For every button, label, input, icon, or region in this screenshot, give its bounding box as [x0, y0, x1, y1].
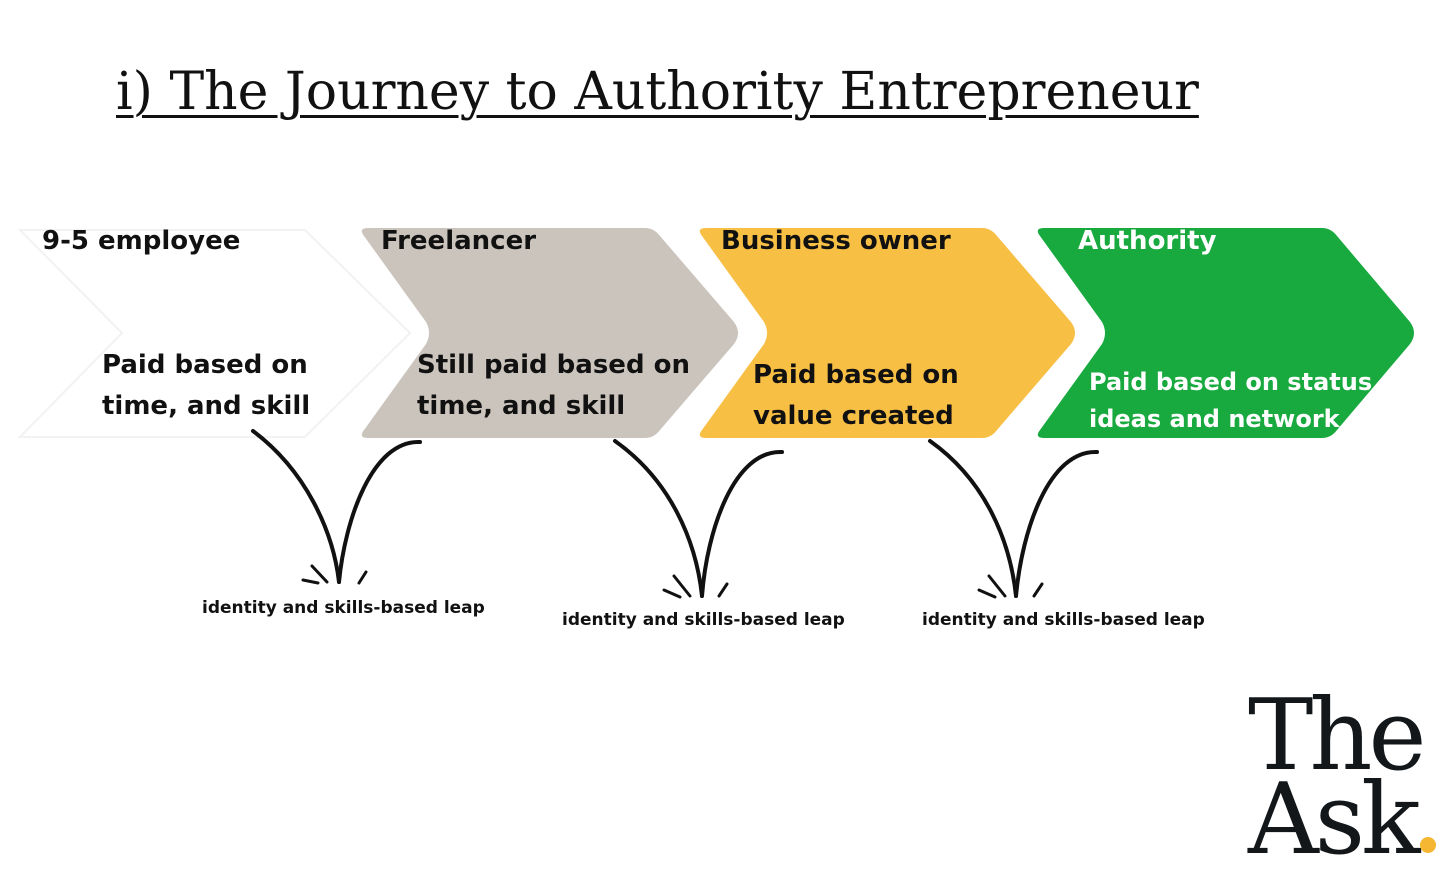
- stage-authority-chevron: [1037, 228, 1414, 438]
- stage-authority-description-line-1: Paid based on status,: [1089, 368, 1382, 396]
- stage-authority-description: Paid based on status, ideas and network: [1089, 364, 1381, 438]
- leap-arrow-2: [613, 439, 784, 599]
- stage-freelancer-description-line-1: Still paid based on: [417, 350, 690, 380]
- stage-business-owner-description-line-1: Paid based on: [753, 360, 959, 390]
- page-title: i) The Journey to Authority Entrepreneur: [116, 62, 1199, 122]
- stage-freelancer-description: Still paid based on time, and skill: [417, 345, 690, 427]
- logo-line-2: Ask: [1248, 763, 1420, 877]
- stage-employee-description: Paid based on time, and skill: [102, 345, 310, 427]
- stage-business-owner-chevron: [699, 228, 1075, 438]
- logo-line-1: The: [1248, 679, 1426, 793]
- stage-employee-description-line-1: Paid based on: [102, 350, 308, 380]
- leap-arrow-3: [928, 439, 1099, 599]
- logo-dot: [1420, 837, 1437, 853]
- stage-freelancer-title: Freelancer: [381, 226, 537, 256]
- stage-business-owner-description: Paid based on value created: [753, 355, 959, 437]
- leap-label-1: identity and skills-based leap: [202, 598, 485, 618]
- stage-freelancer-chevron: [361, 228, 738, 438]
- leap-arrow-1: [251, 429, 422, 585]
- stage-business-owner-title: Business owner: [721, 226, 951, 256]
- stage-business-owner-description-line-2: value created: [753, 401, 954, 431]
- leap-label-3: identity and skills-based leap: [922, 610, 1205, 630]
- stage-authority-description-line-2: ideas and network: [1089, 405, 1340, 433]
- stage-employee-title: 9-5 employee: [42, 226, 241, 256]
- stage-authority-title: Authority: [1078, 226, 1217, 256]
- stage-employee-chevron: [17, 229, 412, 438]
- leap-label-2: identity and skills-based leap: [562, 610, 845, 630]
- stage-freelancer-description-line-2: time, and skill: [417, 391, 626, 421]
- the-ask-logo: The Ask: [1248, 679, 1437, 869]
- stage-employee-description-line-2: time, and skill: [102, 391, 311, 421]
